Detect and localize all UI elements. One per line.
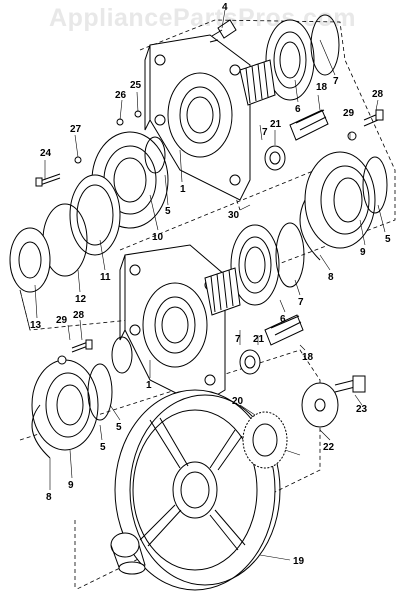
hex-bolt	[334, 375, 366, 393]
callout-8-upper: 8	[328, 272, 334, 283]
callout-1-lower: 1	[146, 380, 152, 391]
callout-28-upper: 28	[372, 89, 384, 100]
ring-upper-right	[362, 156, 388, 214]
shaft-key-lower	[264, 314, 304, 346]
ring-lower-5	[111, 336, 133, 374]
ring-lower-left-5	[87, 363, 113, 421]
callout-18-upper: 18	[316, 82, 328, 93]
shaft-sleeve-lower	[204, 267, 241, 316]
bearing-housing-lower	[119, 244, 226, 406]
callout-6-lower: 6	[280, 314, 286, 325]
pulley-bushing	[110, 532, 146, 575]
bearing-lower	[230, 224, 280, 306]
ring-upper-left	[144, 136, 166, 174]
callout-10: 10	[152, 232, 164, 243]
callout-29-lower: 29	[56, 315, 68, 326]
screw-upper	[363, 109, 384, 127]
callout-5-upper-left: 5	[165, 206, 171, 217]
callout-6-upper: 6	[295, 104, 301, 115]
callout-9-lower: 9	[68, 480, 74, 491]
snap-ring-lower	[275, 222, 305, 288]
washer-upper	[264, 145, 286, 171]
callout-7-lower-b: 7	[235, 334, 241, 345]
callout-18-lower: 18	[302, 352, 314, 363]
callout-13: 13	[30, 320, 42, 331]
snap-ring-8-upper	[299, 199, 321, 261]
callout-21-upper: 21	[270, 119, 282, 130]
callout-26: 26	[115, 90, 127, 101]
bearing-cap-lower-left	[31, 359, 99, 451]
lock-washer	[242, 411, 288, 469]
callout-8-lower: 8	[46, 492, 52, 503]
end-cap-13	[9, 227, 51, 293]
callout-11: 11	[100, 272, 111, 283]
callout-25: 25	[130, 80, 142, 91]
callout-5-lower-b: 5	[100, 442, 106, 453]
snap-ring-lower-8	[31, 404, 51, 459]
callout-21-lower: 21	[253, 334, 265, 345]
callout-20: 20	[232, 396, 244, 407]
callout-7-upper-b: 7	[262, 127, 268, 138]
callout-numbers: 4 1 5 6 7 7 18 21 28 29 25 26 27 24 10 1…	[30, 2, 391, 567]
shaft-sleeve-upper	[239, 59, 276, 106]
callout-5-lower-a: 5	[116, 422, 122, 433]
callout-7-upper-a: 7	[333, 76, 339, 87]
shaft-key-upper	[289, 109, 329, 141]
snap-ring-upper	[310, 14, 340, 76]
bearing-housing-upper	[144, 34, 251, 201]
grease-fitting	[209, 19, 237, 43]
bearing-upper	[265, 19, 315, 101]
callout-24: 24	[40, 148, 52, 159]
pulley	[114, 389, 281, 591]
callout-5-upper-right: 5	[385, 234, 391, 245]
callout-28-lower: 28	[73, 310, 85, 321]
callout-27: 27	[70, 124, 82, 135]
seal-ring-11	[69, 174, 121, 256]
fasteners-lower-left	[57, 339, 93, 365]
washer-lower	[239, 349, 261, 375]
callout-9-upper: 9	[360, 247, 366, 258]
callout-12: 12	[75, 294, 87, 305]
callout-4: 4	[222, 2, 228, 13]
nut-upper	[347, 131, 357, 141]
callout-19: 19	[293, 556, 305, 567]
callout-22: 22	[323, 442, 335, 453]
callout-23: 23	[356, 404, 368, 415]
callout-1-upper: 1	[180, 184, 186, 195]
callout-7-lower-a: 7	[298, 297, 304, 308]
callout-29-upper: 29	[343, 108, 355, 119]
callout-30: 30	[228, 210, 240, 221]
leader-lines	[34, 9, 386, 561]
flat-washer	[301, 382, 339, 428]
